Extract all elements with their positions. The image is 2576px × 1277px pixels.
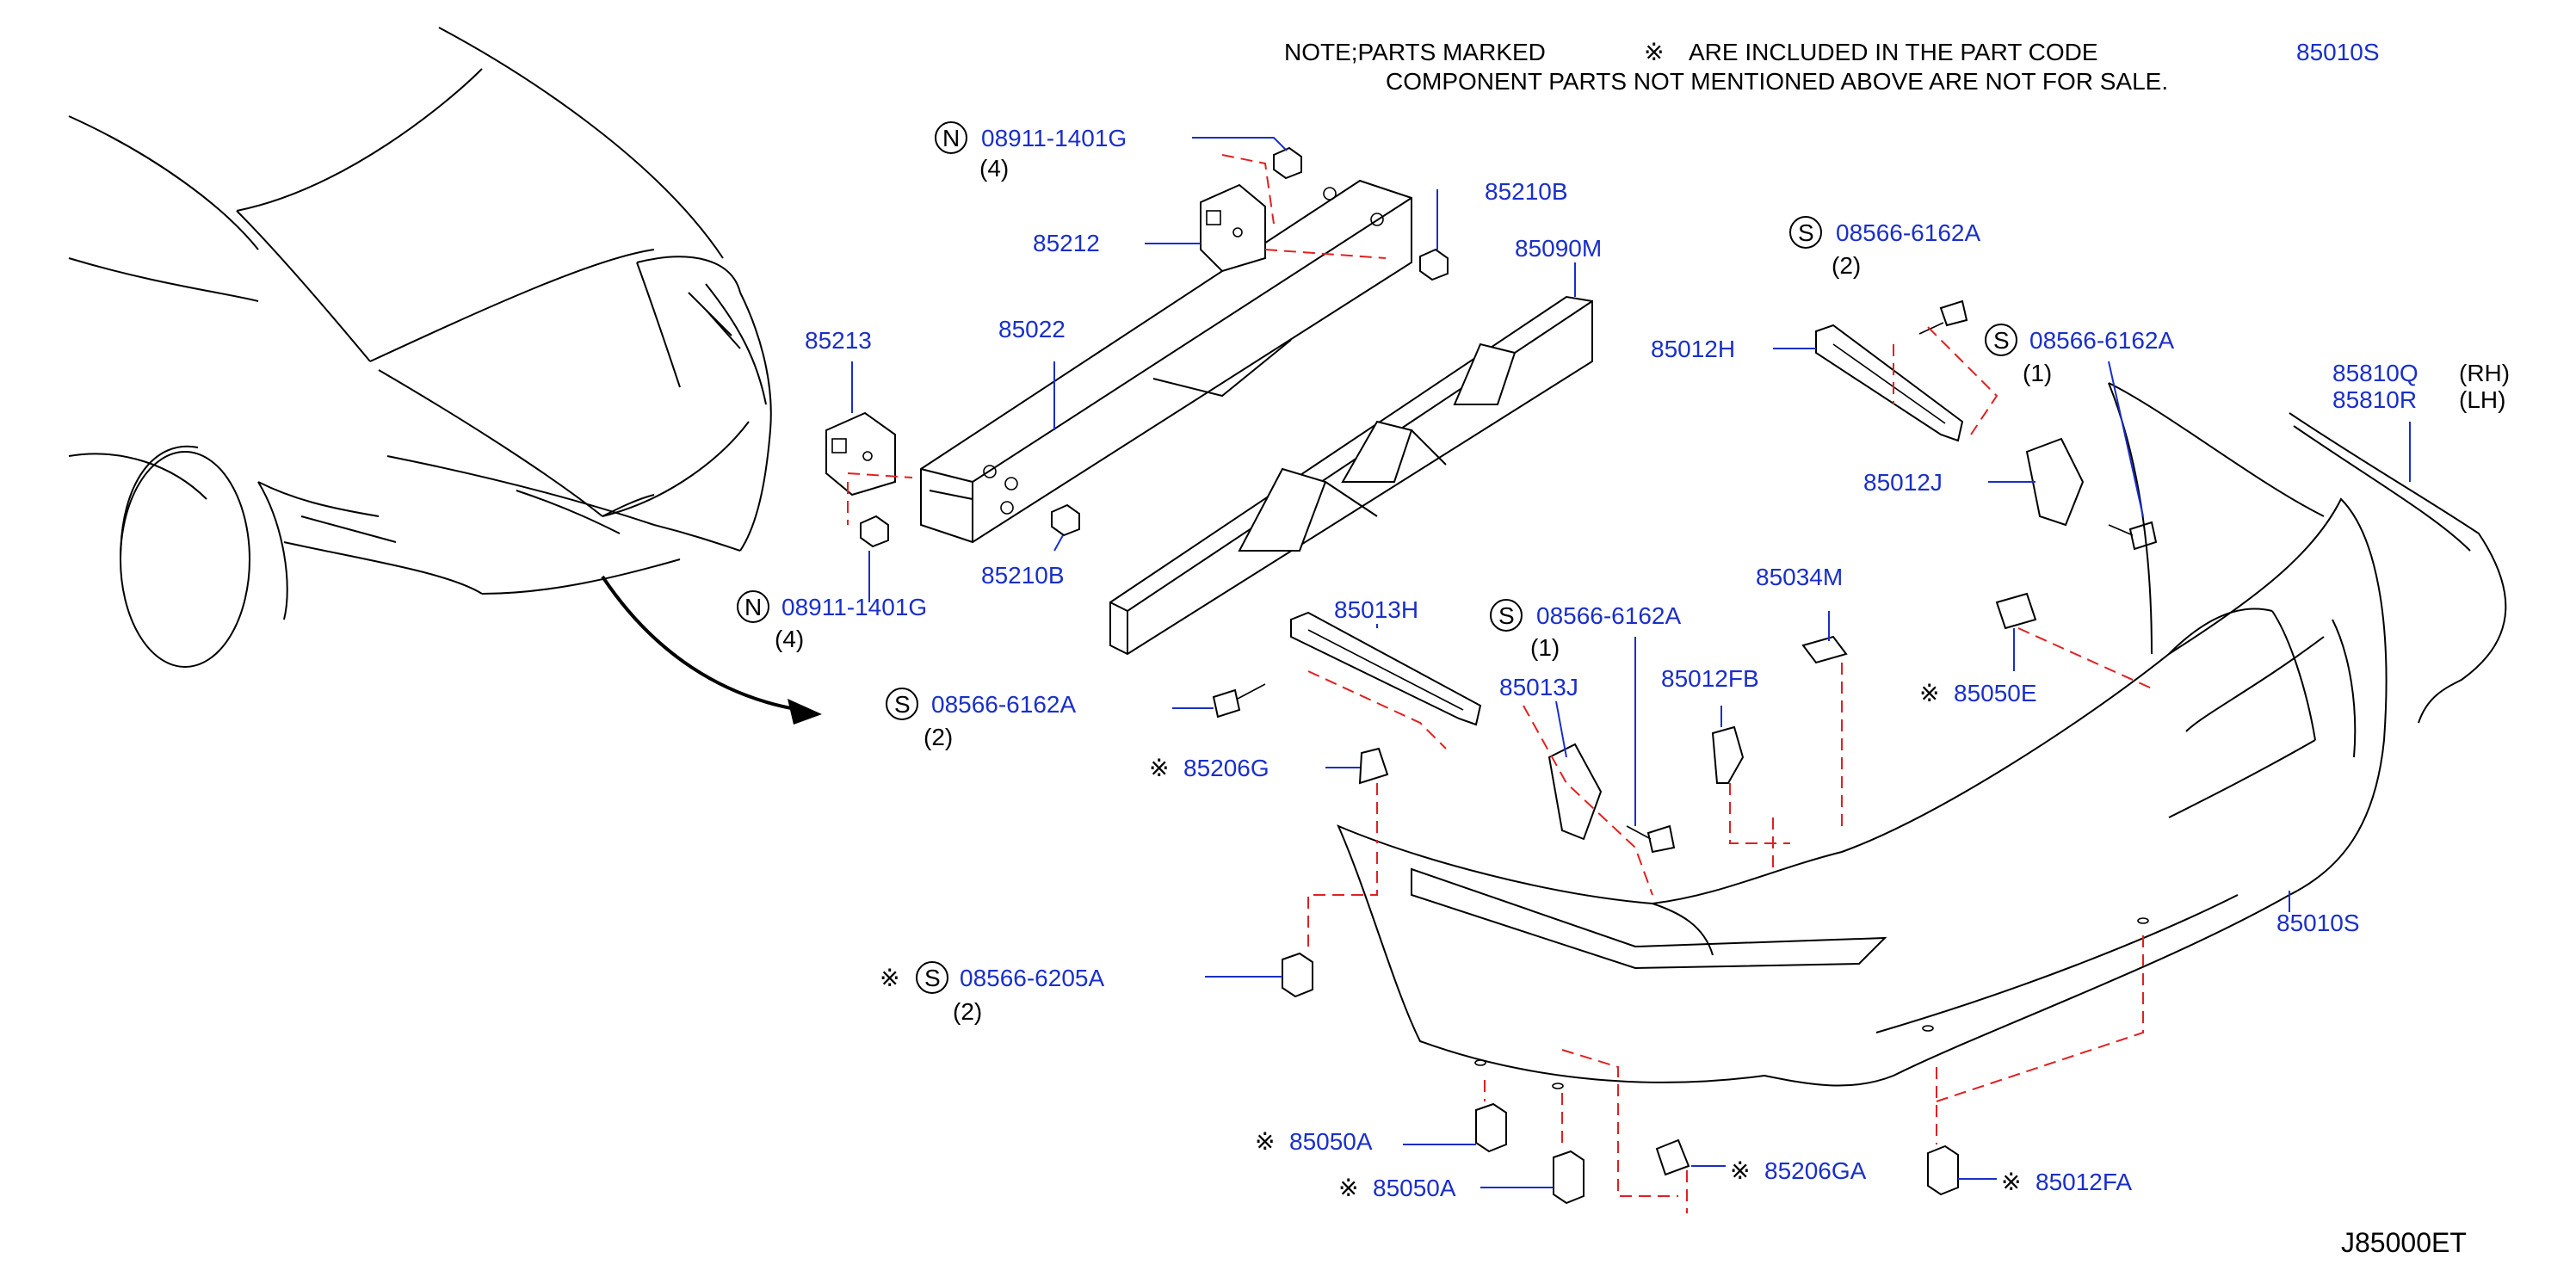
label-08566-top: 08566-6162A	[1836, 219, 1980, 246]
mark-85012FA: ※	[2001, 1169, 2021, 1195]
screw-08566-top	[1918, 299, 1968, 335]
bracket-85212	[1200, 183, 1266, 273]
label-85034M-seal	[1801, 635, 1848, 664]
bumper-fascia-85010S	[1337, 497, 2388, 1089]
label-08566-center-qty: (1)	[1530, 634, 1560, 661]
car-outline	[68, 27, 772, 668]
note-line2: COMPONENT PARTS NOT MENTIONED ABOVE ARE …	[1386, 68, 2168, 95]
label-08566-mid-right-qty: (1)	[2023, 360, 2052, 386]
note-mark-symbol: ※	[1644, 39, 1664, 65]
energy-absorber-85090M	[1109, 295, 1593, 656]
label-85034M: 85034M	[1756, 564, 1843, 590]
label-lh: (LH)	[2459, 386, 2505, 413]
label-08566-6205A: 08566-6205A	[960, 965, 1104, 991]
label-85212: 85212	[1033, 230, 1100, 256]
screw-08566-left	[1212, 683, 1266, 719]
bracket-85012H	[1815, 324, 1964, 442]
label-85012FA: 85012FA	[2035, 1169, 2132, 1195]
label-85013J: 85013J	[1499, 674, 1578, 700]
label-08566-top-qty: (2)	[1832, 252, 1861, 279]
label-08566-mid-right: 08566-6162A	[2029, 327, 2174, 354]
leader-lines	[851, 137, 2411, 1188]
label-85050A-1: 85050A	[1289, 1128, 1373, 1155]
s-symbol-top	[1789, 216, 1822, 249]
s-symbol-center	[1490, 599, 1523, 632]
label-85013H: 85013H	[1334, 596, 1418, 623]
label-85210B-top: 85210B	[1485, 178, 1568, 205]
reinforcement-85022	[920, 179, 1412, 544]
clip-85050E	[1995, 592, 2037, 630]
n-symbol-top-letter: N	[942, 125, 960, 151]
label-85010S: 85010S	[2276, 910, 2360, 936]
label-08566-left: 08566-6162A	[931, 691, 1076, 718]
n-symbol-bottom-letter: N	[744, 594, 762, 620]
assembly-lines	[847, 154, 2153, 1213]
screw-08566-center	[1626, 824, 1676, 854]
s-symbol-bottom-left-letter: S	[924, 965, 941, 991]
label-08911-top: 08911-1401G	[981, 125, 1127, 151]
label-85012H: 85012H	[1651, 336, 1735, 362]
nut-85210B-top	[1419, 248, 1449, 281]
label-85210B-bottom: 85210B	[981, 562, 1065, 589]
label-08566-center: 08566-6162A	[1536, 602, 1681, 629]
mark-85050A-1: ※	[1255, 1128, 1275, 1155]
label-85090M: 85090M	[1515, 235, 1602, 262]
mark-85050A-2: ※	[1338, 1175, 1358, 1201]
s-symbol-left-letter: S	[894, 691, 911, 718]
label-85050A-2: 85050A	[1373, 1175, 1456, 1201]
n-symbol-top	[935, 121, 967, 154]
label-08911-bottom-qty: (4)	[775, 626, 804, 652]
s-symbol-left	[886, 688, 918, 720]
note-part-code: 85010S	[2296, 39, 2380, 65]
label-08566-left-qty: (2)	[924, 724, 953, 750]
diagram-code: J85000ET	[2341, 1227, 2467, 1258]
note-line1-prefix: NOTE;PARTS MARKED	[1284, 39, 1546, 65]
label-85213: 85213	[805, 327, 872, 354]
label-85012FB: 85012FB	[1661, 665, 1759, 692]
nut-08911-bottom	[860, 515, 889, 548]
label-85050E: 85050E	[1954, 680, 2037, 706]
label-08911-top-qty: (4)	[979, 155, 1009, 182]
s-symbol-center-letter: S	[1498, 602, 1515, 629]
clip-85206G	[1358, 747, 1389, 785]
s-symbol-bottom-left	[916, 961, 948, 994]
clip-85012FB	[1711, 725, 1745, 784]
label-rh: (RH)	[2459, 360, 2510, 386]
label-85206G: 85206G	[1183, 755, 1269, 781]
bracket-85012J	[2025, 437, 2085, 527]
side-bracket-85810	[2108, 382, 2507, 724]
part-labels: N 08911-1401G (4) 85212 85210B 85090M 85…	[737, 121, 2510, 1258]
label-85810Q: 85810Q	[2332, 360, 2418, 386]
label-85810R: 85810R	[2332, 386, 2417, 413]
n-symbol-bottom	[737, 590, 769, 623]
bracket-85213	[825, 411, 896, 497]
s-symbol-mid-right	[1985, 324, 2017, 356]
label-85206GA: 85206GA	[1764, 1157, 1867, 1184]
mark-08566-6205A: ※	[880, 965, 899, 991]
screw-08566-right	[2108, 521, 2158, 551]
note-header: NOTE;PARTS MARKED ※ ARE INCLUDED IN THE …	[1284, 39, 2380, 95]
assembly-arrow	[601, 575, 822, 725]
mark-85206GA: ※	[1730, 1157, 1750, 1184]
clip-85012FA	[1927, 1144, 1959, 1196]
clip-85050A-1	[1475, 1102, 1507, 1153]
bracket-85013H	[1290, 611, 1482, 726]
clip-85050A-2	[1553, 1150, 1585, 1205]
mark-85050E: ※	[1919, 680, 1939, 706]
s-symbol-mid-right-letter: S	[1993, 327, 2010, 354]
s-symbol-top-letter: S	[1798, 219, 1814, 246]
nut-85210B-bottom	[1051, 503, 1080, 537]
label-85022: 85022	[998, 316, 1066, 342]
nut-08911-top	[1273, 146, 1302, 180]
label-08911-bottom: 08911-1401G	[781, 594, 927, 620]
label-85012J: 85012J	[1863, 469, 1943, 496]
clip-85206GA	[1655, 1138, 1690, 1176]
bolt-08566-6205A	[1282, 952, 1313, 998]
label-08566-6205A-qty: (2)	[953, 998, 982, 1025]
note-line1-suffix: ARE INCLUDED IN THE PART CODE	[1689, 39, 2098, 65]
mark-85206G: ※	[1149, 755, 1169, 781]
